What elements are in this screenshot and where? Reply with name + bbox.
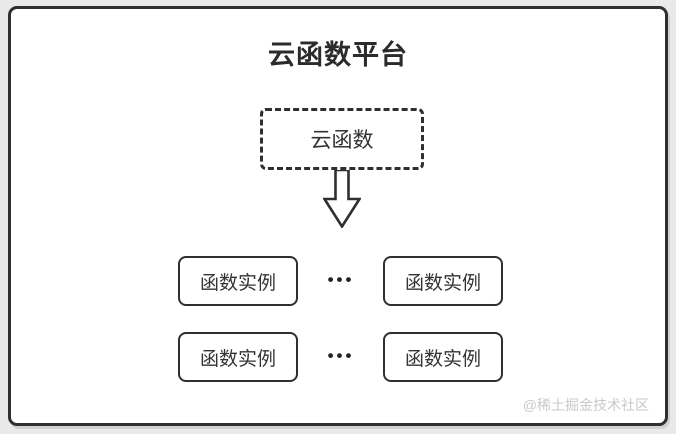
- function-instance-node: 函数实例: [178, 256, 298, 306]
- diagram-title: 云函数平台: [268, 40, 408, 70]
- function-instance-label: 函数实例: [404, 272, 481, 294]
- function-instance-node: 函数实例: [383, 332, 503, 382]
- function-instance-label: 函数实例: [199, 272, 276, 294]
- function-instance-label: 函数实例: [199, 348, 276, 370]
- watermark-text: @稀土掘金技术社区: [522, 397, 649, 413]
- ellipsis-row1: •••: [327, 270, 355, 289]
- cloud-function-label: 云函数: [310, 129, 374, 152]
- function-instance-node: 函数实例: [178, 332, 298, 382]
- diagram-canvas: 云函数平台 云函数 函数实例 ••• 函数实例 函数实例 ••• 函数实例 @稀…: [8, 6, 668, 426]
- function-instance-node: 函数实例: [383, 256, 503, 306]
- function-instance-label: 函数实例: [404, 348, 481, 370]
- ellipsis-row2: •••: [327, 346, 355, 365]
- down-arrow-icon: [323, 170, 361, 228]
- cloud-function-node: 云函数: [260, 108, 424, 170]
